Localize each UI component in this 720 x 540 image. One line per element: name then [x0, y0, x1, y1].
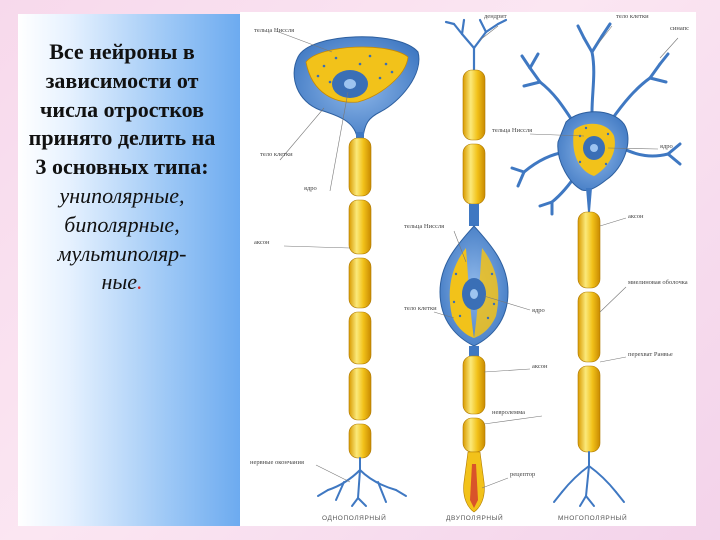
labels: тельца Ниссля дендрит тело клетки синапс…	[250, 13, 689, 522]
neuron-figure: тельца Ниссля дендрит тело клетки синапс…	[240, 12, 696, 526]
label-neurilemma: невролемма	[492, 409, 525, 416]
neuron-diagram: тельца Ниссля дендрит тело клетки синапс…	[250, 13, 689, 522]
label-nissl-mid: тельца Ниссля	[492, 127, 532, 134]
label-axon-left: аксон	[254, 239, 270, 246]
left-text-panel	[18, 14, 244, 526]
caption-bipolar: ДВУПОЛЯРНЫЙ	[446, 513, 503, 522]
label-axon-bipolar: аксон	[532, 363, 548, 370]
type-unipolar: униполярные,	[59, 182, 185, 208]
caption-unipolar: ОДНОПОЛЯРНЫЙ	[322, 513, 386, 522]
label-cell-body-bipolar: тело клетки	[404, 305, 437, 312]
type-multipolar-1: мультиполяр-	[57, 240, 187, 266]
label-cell-body-left: тело клетки	[260, 151, 293, 158]
label-nucleus-left: ядро	[304, 185, 317, 192]
label-nissl-top: тельца Ниссля	[254, 27, 294, 34]
label-nerve-endings: нервные окончания	[250, 459, 304, 466]
leader-lines	[275, 25, 679, 489]
label-axon-right: аксон	[628, 213, 644, 220]
label-cell-body-top: тело клетки	[616, 13, 649, 20]
caption-multipolar: МНОГОПОЛЯРНЫЙ	[558, 513, 627, 522]
final-dot: .	[137, 269, 143, 295]
slide-heading: Все нейроны в зависимости от числа отрос…	[28, 39, 216, 180]
slide-text: Все нейроны в зависимости от числа отрос…	[22, 38, 222, 297]
type-bipolar: биполярные,	[64, 211, 180, 237]
type-multipolar-2: ные.	[101, 269, 143, 295]
bipolar-neuron	[439, 18, 509, 513]
multipolar-neuron	[510, 22, 682, 507]
label-synapse: синапс	[670, 25, 689, 32]
label-myelin: миелиновая оболочка	[628, 279, 688, 286]
label-nucleus-right: ядро	[660, 143, 673, 150]
label-receptor: рецептор	[510, 471, 535, 478]
label-dendrite-top: дендрит	[484, 13, 507, 20]
unipolar-neuron	[293, 36, 420, 507]
label-nucleus-bipolar: ядро	[532, 307, 545, 314]
label-ranvier: перехват Ранвье	[628, 351, 673, 358]
label-nissl-bipolar: тельца Ниссля	[404, 223, 444, 230]
